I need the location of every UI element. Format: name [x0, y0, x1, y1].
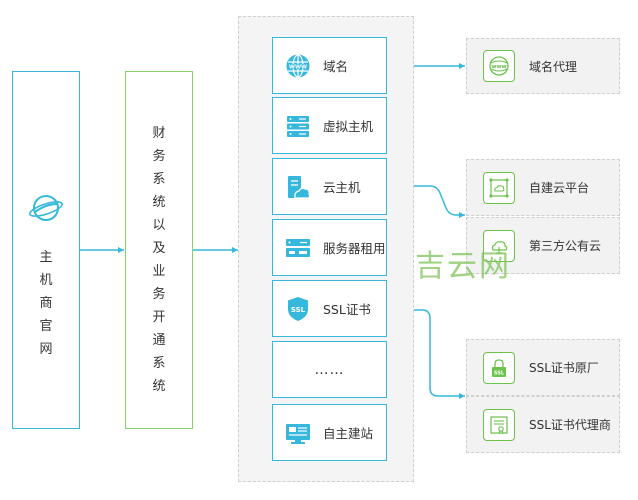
service-ssl: SSL SSL证书: [272, 280, 387, 337]
target-ssl-vendor: SSL SSL证书原厂: [466, 339, 620, 396]
svg-text:SSL: SSL: [494, 370, 505, 376]
target-label: 域名代理: [529, 59, 578, 74]
label-char: 业: [152, 264, 166, 279]
target-private-cloud: 自建云平台: [466, 159, 620, 216]
certificate-icon: [483, 408, 515, 441]
service-site-builder: 自主建站: [272, 404, 387, 461]
finance-system-label: 财 务 系 统 以 及 业 务 开 通 系 统: [126, 122, 192, 398]
svg-text:www: www: [491, 64, 506, 70]
label-char: 务: [152, 149, 166, 164]
arrow-ssl-to-targets: [387, 309, 465, 399]
target-ssl-agent: SSL证书代理商: [466, 396, 620, 453]
server-stack-icon: [285, 113, 311, 139]
label-char: 统: [152, 195, 166, 210]
label-char: 及: [152, 241, 166, 256]
cloud-sync-icon: [483, 229, 515, 262]
more-ellipsis: ……: [314, 361, 345, 378]
finance-business-system-box: 财 务 系 统 以 及 业 务 开 通 系 统: [125, 71, 193, 429]
service-label: 虚拟主机: [323, 119, 374, 134]
label-char: 统: [152, 379, 166, 394]
target-public-cloud: 第三方公有云: [466, 217, 620, 274]
service-label: 域名: [323, 59, 349, 74]
service-label: 自主建站: [323, 426, 374, 441]
label-char: 系: [152, 356, 166, 371]
service-virtual-host: 虚拟主机: [272, 97, 387, 154]
label-char: 网: [39, 342, 53, 357]
label-char: 官: [39, 319, 53, 334]
watermark-text: 吉云网: [415, 249, 511, 284]
label-char: 通: [152, 333, 166, 348]
cloud-frame-icon: [483, 171, 515, 204]
label-char: 商: [39, 296, 53, 311]
label-char: 机: [39, 273, 53, 288]
rack-server-icon: [285, 235, 311, 261]
service-label: 云主机: [323, 180, 361, 195]
label-char: 以: [152, 218, 166, 233]
service-label: SSL证书: [323, 302, 371, 317]
label-char: 财: [152, 126, 166, 141]
label-char: 开: [152, 310, 166, 325]
service-domain: WWW 域名: [272, 37, 387, 94]
target-label: 第三方公有云: [529, 239, 602, 253]
service-cloud-host: 云主机: [272, 158, 387, 215]
target-domain-agent: www 域名代理: [466, 38, 620, 94]
service-label: 服务器租用: [323, 241, 386, 256]
svg-text:SSL: SSL: [291, 306, 306, 314]
www-icon: www: [483, 50, 515, 82]
www-globe-icon: WWW: [285, 53, 311, 79]
globe-icon: [28, 190, 64, 226]
service-more: ……: [272, 341, 387, 398]
target-label: SSL证书代理商: [529, 418, 611, 432]
main-site-box: 主 机 商 官 网: [12, 71, 80, 429]
label-char: 系: [152, 172, 166, 187]
cloud-server-icon: [285, 174, 311, 200]
main-site-label: 主 机 商 官 网: [13, 246, 79, 361]
ssl-lock-icon: SSL: [483, 351, 515, 384]
label-char: 务: [152, 287, 166, 302]
svg-text:WWW: WWW: [289, 64, 307, 70]
target-label: 自建云平台: [529, 181, 590, 195]
service-server-rental: 服务器租用: [272, 219, 387, 276]
arrow-cloud-to-targets: [387, 185, 465, 218]
website-builder-icon: [285, 420, 311, 446]
ssl-shield-icon: SSL: [285, 296, 311, 322]
target-label: SSL证书原厂: [529, 361, 599, 375]
label-char: 主: [39, 250, 53, 265]
